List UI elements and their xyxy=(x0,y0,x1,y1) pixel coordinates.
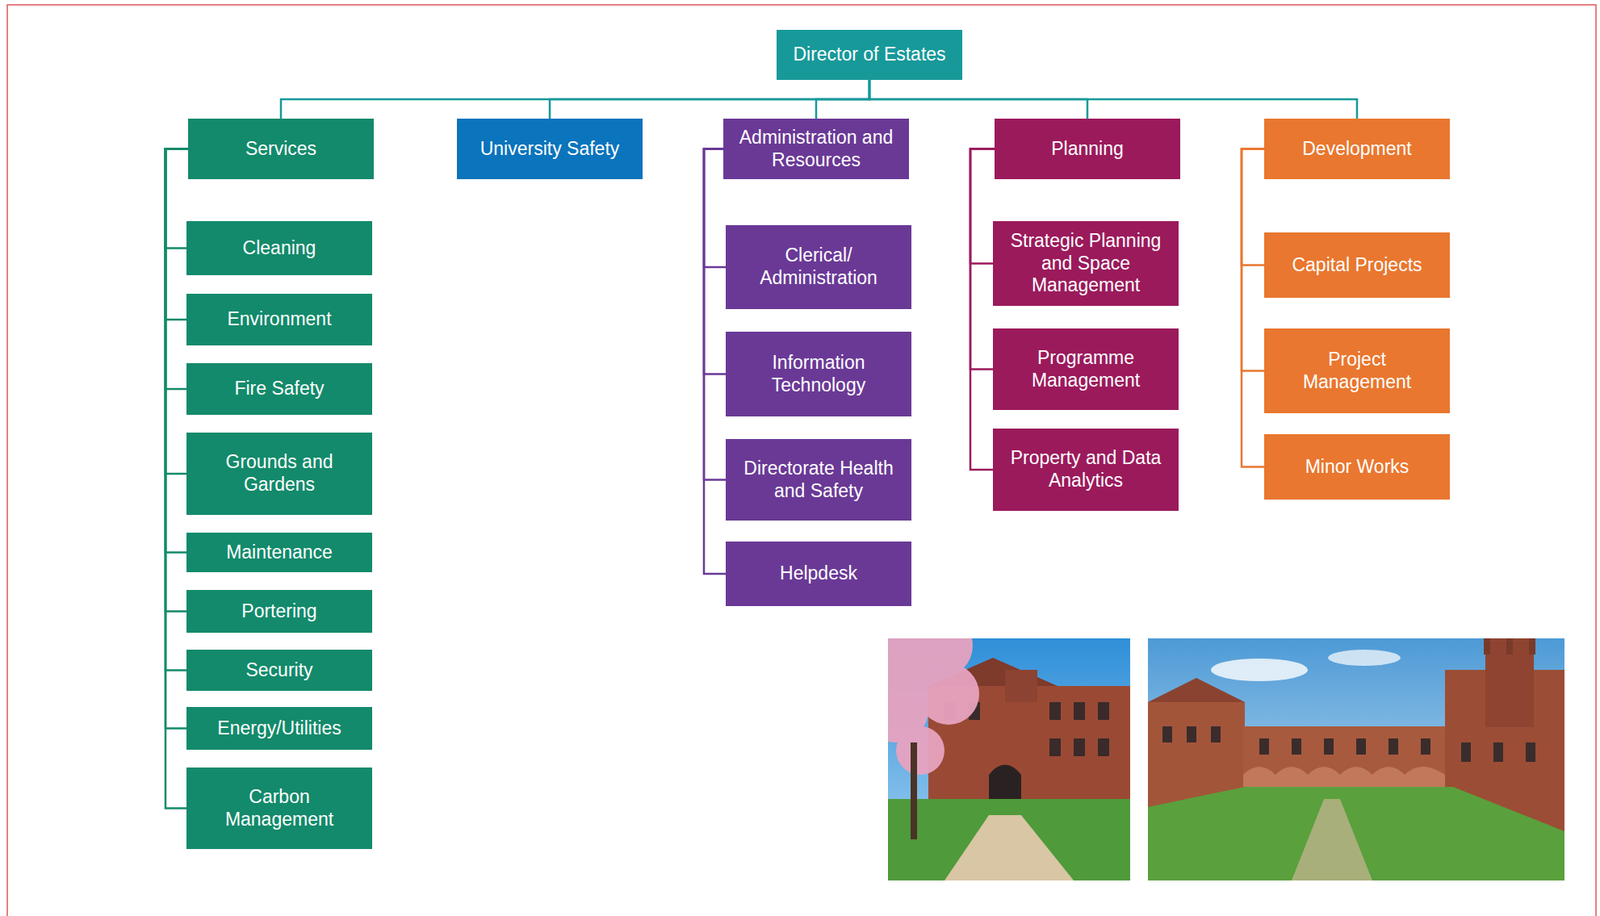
org-unit-box: Services xyxy=(188,118,374,180)
unit-label: Capital Projects xyxy=(1291,254,1422,277)
org-connector xyxy=(165,149,189,612)
org-unit-box: Property and Data Analytics xyxy=(992,428,1179,511)
org-connector xyxy=(280,79,870,119)
unit-label: Cleaning xyxy=(242,237,317,260)
org-unit-box: Minor Works xyxy=(1264,434,1450,500)
unit-label: Environment xyxy=(226,308,331,331)
org-unit-box: Security xyxy=(186,649,373,692)
org-connector xyxy=(165,149,189,729)
campus-photo-left xyxy=(887,638,1131,881)
unit-label: Programme Management xyxy=(1001,347,1171,392)
org-unit-box: Carbon Management xyxy=(186,767,373,850)
unit-label: Project Management xyxy=(1272,348,1442,394)
org-unit-box: Project Management xyxy=(1264,328,1450,414)
org-unit-box: Administration and Resources xyxy=(723,118,909,180)
org-unit-box: Director of Estates xyxy=(776,29,963,80)
unit-label: Helpdesk xyxy=(779,562,858,586)
unit-label: Services xyxy=(245,138,317,161)
org-connector xyxy=(703,149,726,269)
org-unit-box: Capital Projects xyxy=(1264,232,1450,298)
unit-label: Portering xyxy=(241,600,317,624)
org-connector xyxy=(703,149,726,375)
org-connector xyxy=(703,149,726,481)
org-unit-box: Portering xyxy=(186,590,373,633)
unit-label: Fire Safety xyxy=(234,377,324,401)
org-unit-box: University Safety xyxy=(456,118,643,180)
unit-label: Clerical/ Administration xyxy=(733,244,904,290)
org-unit-box: Maintenance xyxy=(186,532,373,573)
org-connector xyxy=(970,149,995,264)
unit-label: Strategic Planning and Space Management xyxy=(1001,230,1171,298)
org-unit-box: Strategic Planning and Space Management xyxy=(992,221,1179,306)
unit-label: Administration and Resources xyxy=(731,126,901,172)
org-connector xyxy=(970,149,995,370)
unit-label: University Safety xyxy=(480,138,620,161)
unit-label: Directorate Health and Safety xyxy=(733,457,904,503)
unit-label: Director of Estates xyxy=(792,43,946,67)
org-connector xyxy=(1241,149,1265,468)
org-connector xyxy=(165,149,189,321)
org-unit-box: Energy/Utilities xyxy=(186,707,373,750)
org-unit-box: Grounds and Gardens xyxy=(186,432,373,516)
unit-label: Property and Data Analytics xyxy=(1001,447,1171,492)
org-connector xyxy=(1241,149,1265,372)
org-unit-box: Development xyxy=(1264,118,1450,180)
org-unit-box: Information Technology xyxy=(725,331,912,417)
unit-label: Energy/Utilities xyxy=(217,717,341,741)
org-unit-box: Directorate Health and Safety xyxy=(725,439,912,521)
unit-label: Grounds and Gardens xyxy=(194,451,365,496)
org-connector xyxy=(816,79,870,119)
campus-photo-right xyxy=(1147,638,1565,881)
org-connector xyxy=(549,79,870,119)
page-frame xyxy=(7,4,1596,916)
org-connector xyxy=(970,149,995,471)
unit-label: Information Technology xyxy=(733,351,904,397)
org-connector xyxy=(165,149,189,671)
unit-label: Minor Works xyxy=(1305,456,1410,479)
unit-label: Development xyxy=(1302,138,1412,161)
org-connector xyxy=(1241,149,1265,266)
unit-label: Carbon Management xyxy=(194,786,365,831)
org-connector xyxy=(165,149,189,475)
org-connector xyxy=(165,149,189,249)
org-connector xyxy=(165,149,189,390)
unit-label: Security xyxy=(245,659,313,683)
org-unit-box: Cleaning xyxy=(186,221,373,276)
org-connector xyxy=(703,149,726,575)
org-unit-box: Environment xyxy=(186,293,373,346)
unit-label: Planning xyxy=(1051,138,1124,161)
org-connector xyxy=(869,79,1358,119)
org-connector xyxy=(165,149,189,809)
org-unit-box: Programme Management xyxy=(992,328,1179,411)
org-unit-box: Planning xyxy=(994,118,1181,180)
org-unit-box: Clerical/ Administration xyxy=(725,225,912,310)
unit-label: Maintenance xyxy=(226,541,333,565)
org-unit-box: Fire Safety xyxy=(186,363,373,415)
org-unit-box: Helpdesk xyxy=(725,541,912,607)
org-connector xyxy=(165,149,189,553)
